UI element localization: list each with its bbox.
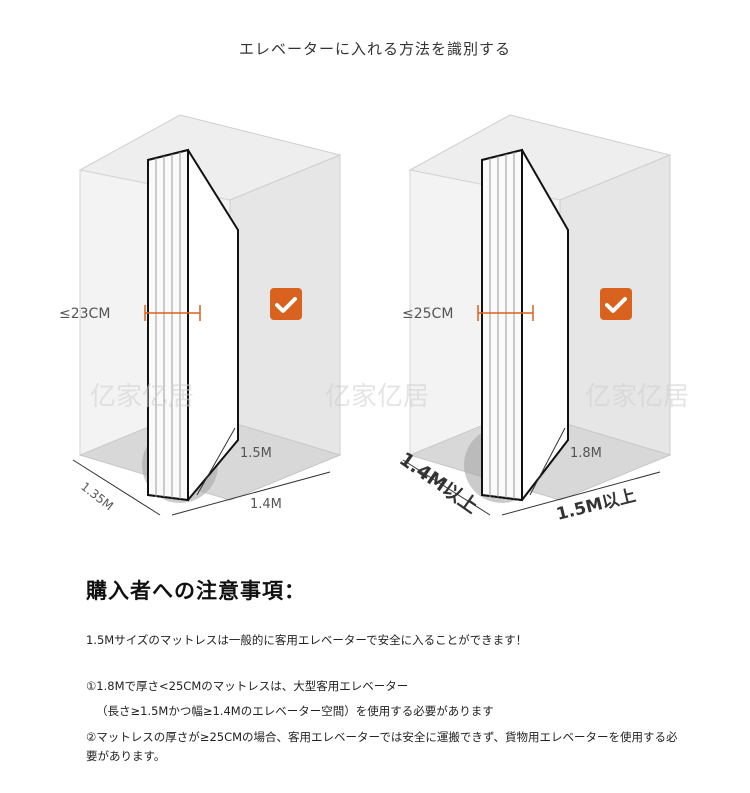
thickness-label: ≤23CM xyxy=(59,306,110,322)
width-label: 1.5M xyxy=(240,446,272,461)
watermark-2: 亿家亿居 xyxy=(585,382,689,412)
check-badge xyxy=(270,288,302,320)
elevator-diagram-1: ≤23CM 1.5M 1.4M 1.35M 亿家亿居 xyxy=(59,110,380,530)
thickness-label: ≤25CM xyxy=(402,306,453,322)
elevator-diagram-2: ≤25CM 1.8M 1.5M以上 1.4M以上 亿家亿居 亿家亿居 xyxy=(325,110,710,530)
page-title: エレベーターに入れる方法を識別する xyxy=(238,40,511,58)
note-item-1-sub: （長さ≥1.5Mかつ幅≥1.4Mのエレベーター空間）を使用する必要があります xyxy=(96,704,494,718)
side-label: 1.35M xyxy=(78,479,116,513)
width-label: 1.8M xyxy=(570,446,602,461)
check-icon xyxy=(275,297,297,313)
check-icon xyxy=(605,297,627,313)
depth-label: 1.4M xyxy=(250,497,282,512)
note-item-2: ②マットレスの厚さが≥25CMの場合、客用エレベーターでは安全に運搬できず、貨物… xyxy=(86,730,678,763)
mattress-edge xyxy=(481,148,523,502)
notes-heading: 購入者への注意事項： xyxy=(86,579,306,603)
watermark: 亿家亿居 xyxy=(90,382,194,412)
note-item-1: ①1.8Mで厚さ<25CMのマットレスは、大型客用エレベーター xyxy=(86,679,409,693)
check-badge xyxy=(600,288,632,320)
watermark: 亿家亿居 xyxy=(325,382,429,412)
mattress-edge xyxy=(147,148,189,502)
note-intro: 1.5Mサイズのマットレスは一般的に客用エレベーターで安全に入ることができます！ xyxy=(86,633,528,647)
